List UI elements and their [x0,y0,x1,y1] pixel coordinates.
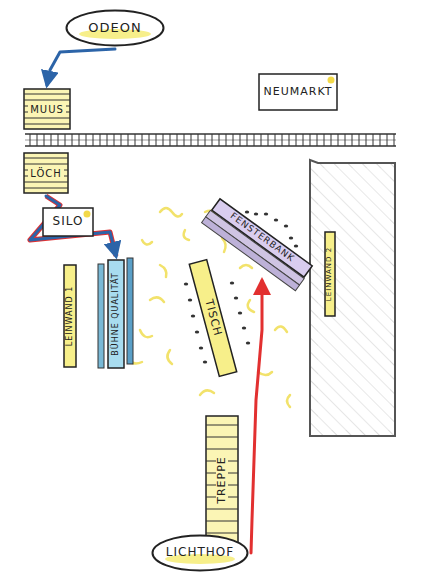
place-label: LÖCH [28,168,64,179]
place-label: MUUS [28,104,66,115]
rail-band [25,134,396,146]
stage-bar: BÜHNE QUALITÄT [107,259,125,369]
building-outline [310,160,395,436]
place-ellipse: ODEON [65,9,165,47]
building-inner [318,168,390,430]
place-label: BÜHNE QUALITÄT [112,272,121,355]
place-label: SILO [53,215,84,228]
screen-bar: LEINWAND 2 [324,231,336,317]
place-label: ODEON [88,21,141,35]
route-shadow [30,196,116,256]
route-arrow [30,196,116,256]
route-arrow [251,281,262,553]
table-bar: TISCH [188,258,238,377]
place-ellipse: LICHTHOF [151,534,249,572]
screen-bar: LEINWAND 1 [63,264,77,368]
place-label: FENSTERBANK [228,211,296,264]
place-label: NEUMARKT [264,86,333,98]
stair-box: LÖCH [23,152,69,194]
place-label: LEINWAND 1 [66,286,75,347]
stair-box: MUUS [23,88,71,130]
stair-box: TREPPE [205,415,239,545]
place-box: SILO [42,207,94,237]
place-label: LICHTHOF [166,546,234,559]
stage-bars [98,258,133,368]
place-label: TREPPE [216,454,228,506]
place-box: NEUMARKT [258,73,338,111]
rail-ties [30,134,394,146]
bench-bar: FENSTERBANK [210,197,313,278]
route-arrow [47,49,115,85]
place-label: LEINWAND 2 [326,247,334,301]
